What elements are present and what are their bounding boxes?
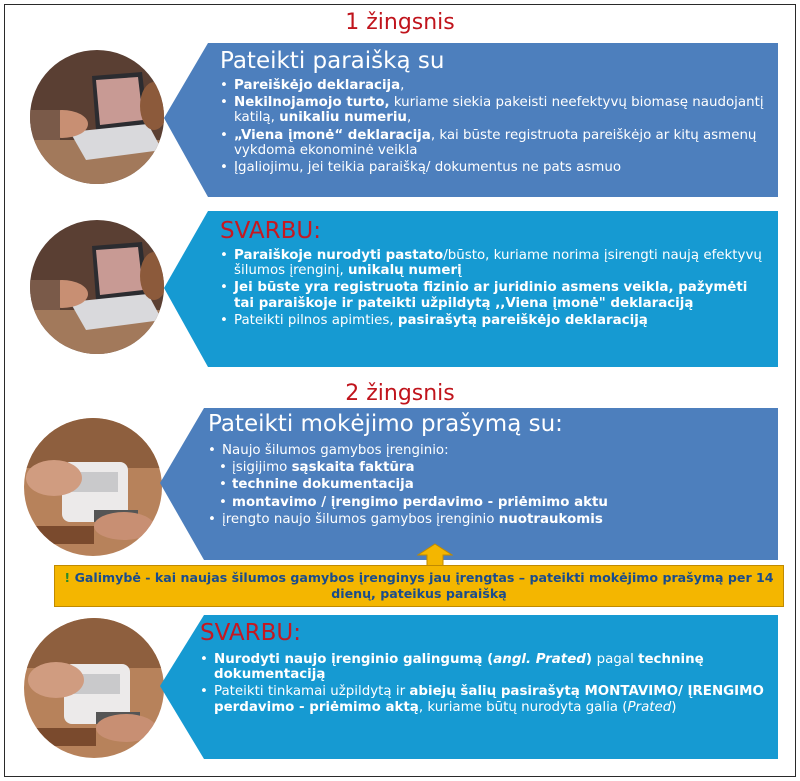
list-item-text: , kuriame būtų nurodyta galia ( xyxy=(418,699,628,715)
list-item-text: techninę dokumentaciją xyxy=(214,652,704,683)
list-item-text: „Viena įmonė“ deklaracija xyxy=(234,127,431,143)
list-item-text: ) xyxy=(671,699,677,715)
list-item: Nurodyti naujo įrenginio galingumą (angl… xyxy=(200,652,768,682)
list-item-text: pasirašytą pareiškėjo deklaraciją xyxy=(397,312,648,328)
list-item-text: nuotraukomis xyxy=(498,511,603,527)
laptop-photo xyxy=(30,220,164,354)
panel4-list: Nurodyti naujo įrenginio galingumą (angl… xyxy=(200,652,768,715)
panel-important-1: SVARBU: Paraiškoje nurodyti pastato/būst… xyxy=(164,208,782,370)
laptop-photo xyxy=(30,50,164,184)
list-item-text: technine dokumentacija xyxy=(232,477,414,493)
list-item: Pateikti pilnos apimties, pasirašytą par… xyxy=(220,313,772,328)
list-item: Įgaliojimu, jei teikia paraišką/ dokumen… xyxy=(220,160,772,175)
list-item: technine dokumentacija xyxy=(208,477,768,492)
list-item-text: , xyxy=(400,78,405,93)
list-item-text: įsigijimo xyxy=(232,460,292,476)
list-item-text: Įgaliojimu, jei teikia paraišką/ dokumen… xyxy=(234,160,622,176)
list-item-text: unikaliu numeriu xyxy=(279,110,407,126)
panel-important-2: SVARBU: Nurodyti naujo įrenginio galingu… xyxy=(160,612,782,762)
card-terminal-photo xyxy=(24,618,164,758)
step1-title: 1 žingsnis xyxy=(345,10,455,35)
list-item-text: ) xyxy=(585,652,597,667)
list-item-text: , kai būste registruota pareiškėjo ar ki… xyxy=(234,127,757,158)
list-item-text: Prated xyxy=(627,699,672,715)
page-frame xyxy=(4,4,796,777)
list-item-text: Pareiškėjo deklaracija xyxy=(234,78,401,93)
list-item-text: Jei būste yra registruota fizinio ar jur… xyxy=(234,280,748,311)
arrow-up-icon xyxy=(417,543,453,567)
list-item-text: angl. Prated xyxy=(493,652,586,667)
step2-title: 2 žingsnis xyxy=(345,381,455,406)
panel4-heading: SVARBU: xyxy=(200,620,301,646)
list-item: Pateikti tinkamai užpildytą ir abiejų ša… xyxy=(200,684,768,714)
list-item-text: įrengto naujo šilumos gamybos įrenginio xyxy=(222,511,499,527)
list-item-text: kuriame siekia pakeisti neefektyvų bioma… xyxy=(234,95,764,126)
list-item-text: pagal xyxy=(596,652,639,667)
list-item-text: Nekilnojamojo turto, xyxy=(234,95,390,111)
list-item-text: Paraiškoje nurodyti pastato xyxy=(234,248,444,263)
panel2-heading: SVARBU: xyxy=(220,218,321,244)
list-item-text: Naujo šilumos gamybos įrenginio: xyxy=(222,443,449,458)
list-item: „Viena įmonė“ deklaracija, kai būste reg… xyxy=(220,128,772,158)
list-item-text: Pateikti pilnos apimties, xyxy=(234,312,398,328)
list-item: Nekilnojamojo turto, kuriame siekia pake… xyxy=(220,95,772,125)
list-item-text: sąskaita faktūra xyxy=(291,460,415,476)
list-item-text: abiejų šalių pasirašytą MONTAVIMO/ ĮRENG… xyxy=(214,684,764,715)
card-terminal-photo xyxy=(24,418,162,556)
panel1-list: Pareiškėjo deklaracija,Nekilnojamojo tur… xyxy=(220,78,772,175)
panel3-heading: Pateikti mokėjimo prašymą su: xyxy=(208,411,563,437)
list-item: Jei būste yra registruota fizinio ar jur… xyxy=(220,280,772,310)
list-item-text: unikalų numerį xyxy=(347,263,462,279)
panel3-list: Naujo šilumos gamybos įrenginio: įsigijim… xyxy=(208,443,768,527)
list-item: Pareiškėjo deklaracija, xyxy=(220,78,772,93)
list-item: įsigijimo sąskaita faktūra xyxy=(208,460,768,475)
list-item: montavimo / įrengimo perdavimo - priėmim… xyxy=(208,495,768,510)
note-exclamation: ! xyxy=(64,570,71,585)
list-item-text: montavimo / įrengimo perdavimo - priėmim… xyxy=(232,494,608,510)
list-item-text: , xyxy=(406,110,412,126)
panel1-heading: Pateikti paraišką su xyxy=(220,48,445,74)
list-item-text: Pateikti tinkamai užpildytą ir xyxy=(214,684,410,700)
panel-payment-request: Pateikti mokėjimo prašymą su: Naujo šilu… xyxy=(160,405,782,563)
list-item-text: Nurodyti naujo įrenginio galingumą ( xyxy=(214,652,494,667)
note-text: Galimybė - kai naujas šilumos gamybos įr… xyxy=(74,570,774,601)
list-item: Paraiškoje nurodyti pastato/būsto, kuria… xyxy=(220,248,772,278)
list-item: Naujo šilumos gamybos įrenginio: xyxy=(208,443,768,458)
panel2-list: Paraiškoje nurodyti pastato/būsto, kuria… xyxy=(220,248,772,328)
panel-submit-application: Pateikti paraišką su Pareiškėjo deklarac… xyxy=(164,40,782,200)
list-item-text: /būsto, kuriame norima įsirengti naują e… xyxy=(234,248,762,279)
list-item: įrengto naujo šilumos gamybos įrenginio … xyxy=(208,512,768,527)
note-banner: ! Galimybė - kai naujas šilumos gamybos … xyxy=(54,565,784,607)
